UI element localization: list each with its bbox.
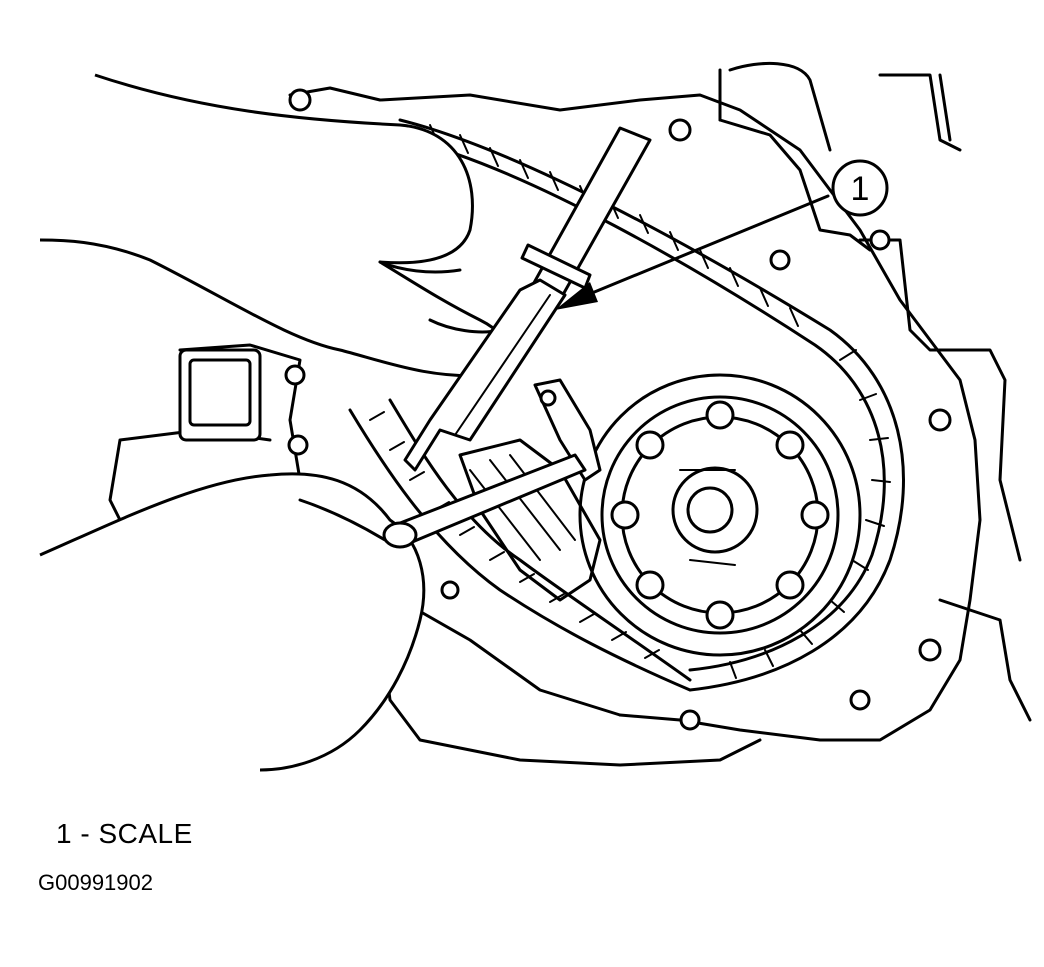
- figure-id: G00991902: [38, 870, 153, 895]
- timing-cover-housing: [108, 61, 1032, 767]
- pry-tool: [382, 453, 587, 549]
- cover-bolt-holes: [284, 88, 952, 731]
- legend-scale: 1 - SCALE: [56, 818, 193, 849]
- timing-chain-illustration: 1: [39, 61, 1032, 772]
- upper-hand: [39, 73, 511, 378]
- crankshaft-sprocket: [578, 373, 862, 657]
- callout-1: 1: [555, 159, 889, 310]
- lower-hand: [39, 472, 426, 772]
- chain-guide: [458, 378, 602, 602]
- callout-number: 1: [851, 170, 870, 208]
